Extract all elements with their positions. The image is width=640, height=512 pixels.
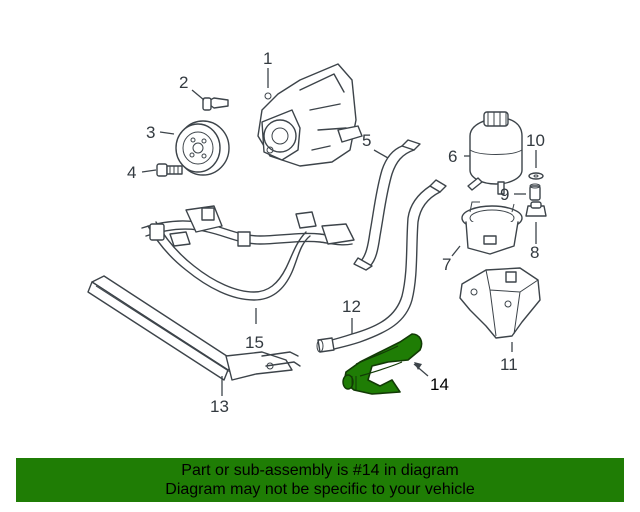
part-7-bracket-clamp[interactable] [461, 201, 523, 255]
callout-6: 6 [448, 147, 458, 166]
part-13-cooler[interactable] [87, 275, 301, 381]
part-3-pulley[interactable] [175, 120, 230, 176]
part-12-hose[interactable] [316, 179, 447, 353]
banner-line-2: Diagram may not be specific to your vehi… [165, 481, 475, 498]
part-4-bolt[interactable] [156, 163, 183, 177]
part-15-pressure-hose[interactable] [141, 205, 355, 301]
part-1-power-steering-pump[interactable] [257, 63, 363, 167]
callout-12: 12 [342, 297, 361, 316]
info-banner: Part or sub-assembly is #14 in diagram D… [16, 458, 624, 502]
part-10-washer[interactable] [528, 172, 544, 180]
callout-2: 2 [179, 73, 189, 92]
callout-3: 3 [146, 123, 156, 142]
callout-9: 9 [500, 185, 510, 204]
part-14-return-hose[interactable] [342, 333, 423, 395]
banner-line-1: Part or sub-assembly is #14 in diagram [181, 462, 459, 479]
part-11-mounting-bracket[interactable] [459, 267, 541, 339]
callout-8: 8 [530, 243, 540, 262]
callout-14: 14 [430, 375, 449, 394]
callout-15: 15 [245, 333, 264, 352]
part-6-reservoir[interactable] [467, 111, 523, 195]
callout-1: 1 [263, 49, 273, 68]
part-8-grommet[interactable] [525, 201, 547, 217]
callout-10: 10 [526, 131, 545, 150]
callout-leaders [141, 68, 537, 396]
exploded-parts-diagram [87, 63, 547, 396]
callout-11: 11 [500, 355, 518, 374]
callout-5: 5 [362, 131, 372, 150]
callout-4: 4 [127, 163, 137, 182]
part-9-sleeve[interactable] [529, 183, 541, 201]
callout-7: 7 [442, 255, 452, 274]
part-2-bolt[interactable] [202, 97, 229, 111]
callout-13: 13 [210, 397, 229, 416]
part-5-hose[interactable] [353, 139, 421, 271]
